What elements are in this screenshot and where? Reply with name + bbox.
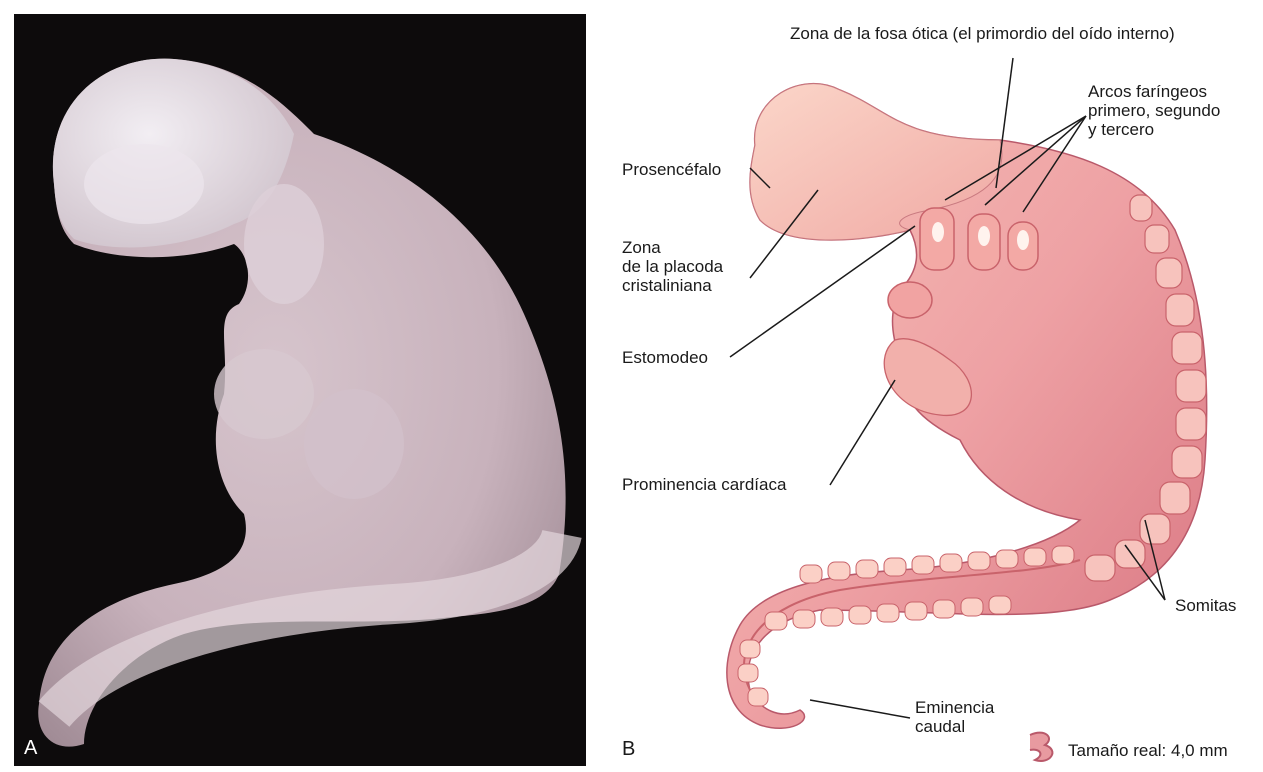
- label-caudal-line2: caudal: [915, 717, 994, 736]
- panel-b-letter: B: [622, 738, 635, 761]
- label-pharyngeal-arches: Arcos faríngeos primero, segundo y terce…: [1088, 82, 1220, 139]
- label-caudal-eminence: Eminencia caudal: [915, 698, 994, 736]
- label-cardiac-prominence: Prominencia cardíaca: [622, 475, 786, 494]
- label-lens-placode: Zona de la placoda cristaliniana: [622, 238, 723, 295]
- embryo-photo-panel: A: [14, 14, 586, 766]
- panel-a-letter: A: [24, 737, 37, 760]
- label-forebrain: Prosencéfalo: [622, 160, 721, 179]
- label-arches-line2: primero, segundo: [1088, 101, 1220, 120]
- embryo-diagram-panel: Zona de la fosa ótica (el primordio del …: [600, 0, 1263, 772]
- embryo-photo: [14, 14, 586, 766]
- label-somites: Somitas: [1175, 596, 1236, 615]
- label-arches-line3: y tercero: [1088, 120, 1220, 139]
- label-caudal-line1: Eminencia: [915, 698, 994, 717]
- stomodeum-bulge: [888, 282, 932, 318]
- label-actual-size: Tamaño real: 4,0 mm: [1068, 741, 1228, 760]
- label-stomodeum: Estomodeo: [622, 348, 708, 367]
- label-lens-line1: Zona: [622, 238, 723, 257]
- label-lens-line3: cristaliniana: [622, 276, 723, 295]
- actual-size-icon: [1030, 733, 1052, 761]
- label-lens-line2: de la placoda: [622, 257, 723, 276]
- label-otic-pit: Zona de la fosa ótica (el primordio del …: [790, 24, 1175, 43]
- label-arches-line1: Arcos faríngeos: [1088, 82, 1220, 101]
